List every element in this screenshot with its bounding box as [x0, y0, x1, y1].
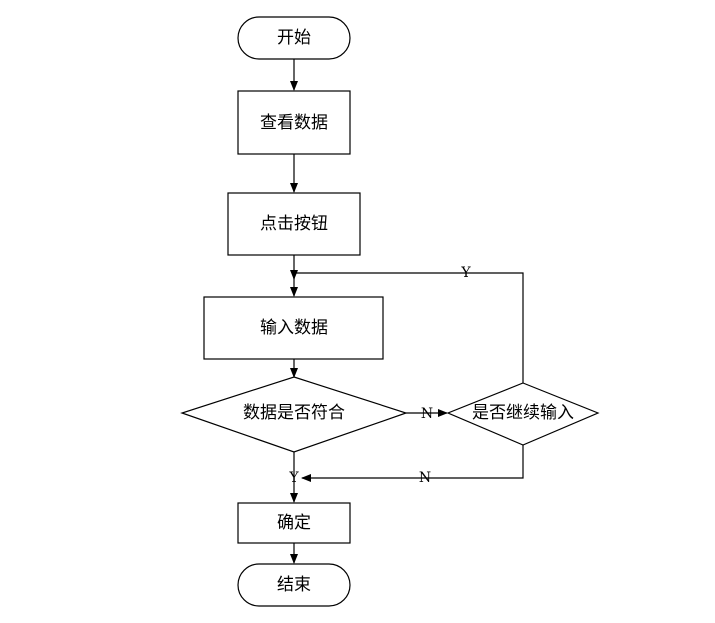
match-no-label: N — [421, 406, 433, 422]
arrow-continue-yes-loop — [290, 270, 524, 383]
confirm-label: 确定 — [277, 513, 311, 533]
continue-input-label: 是否继续输入 — [472, 403, 574, 423]
continue-yes-label: Y — [460, 265, 471, 281]
data-match-label: 数据是否符合 — [243, 403, 345, 423]
view-data-label: 查看数据 — [260, 113, 328, 133]
match-yes-label: Y — [288, 470, 299, 486]
start-label: 开始 — [277, 28, 311, 48]
view-data-box — [237, 90, 351, 155]
end-terminal — [237, 563, 351, 607]
input-data-box — [203, 296, 384, 360]
continue-no-label: N — [419, 470, 431, 486]
arrow-continue-no-to-confirm — [301, 445, 524, 482]
end-label: 结束 — [277, 575, 311, 595]
confirm-box — [237, 502, 351, 544]
input-data-label: 输入数据 — [260, 318, 328, 338]
click-button-label: 点击按钮 — [260, 214, 328, 234]
